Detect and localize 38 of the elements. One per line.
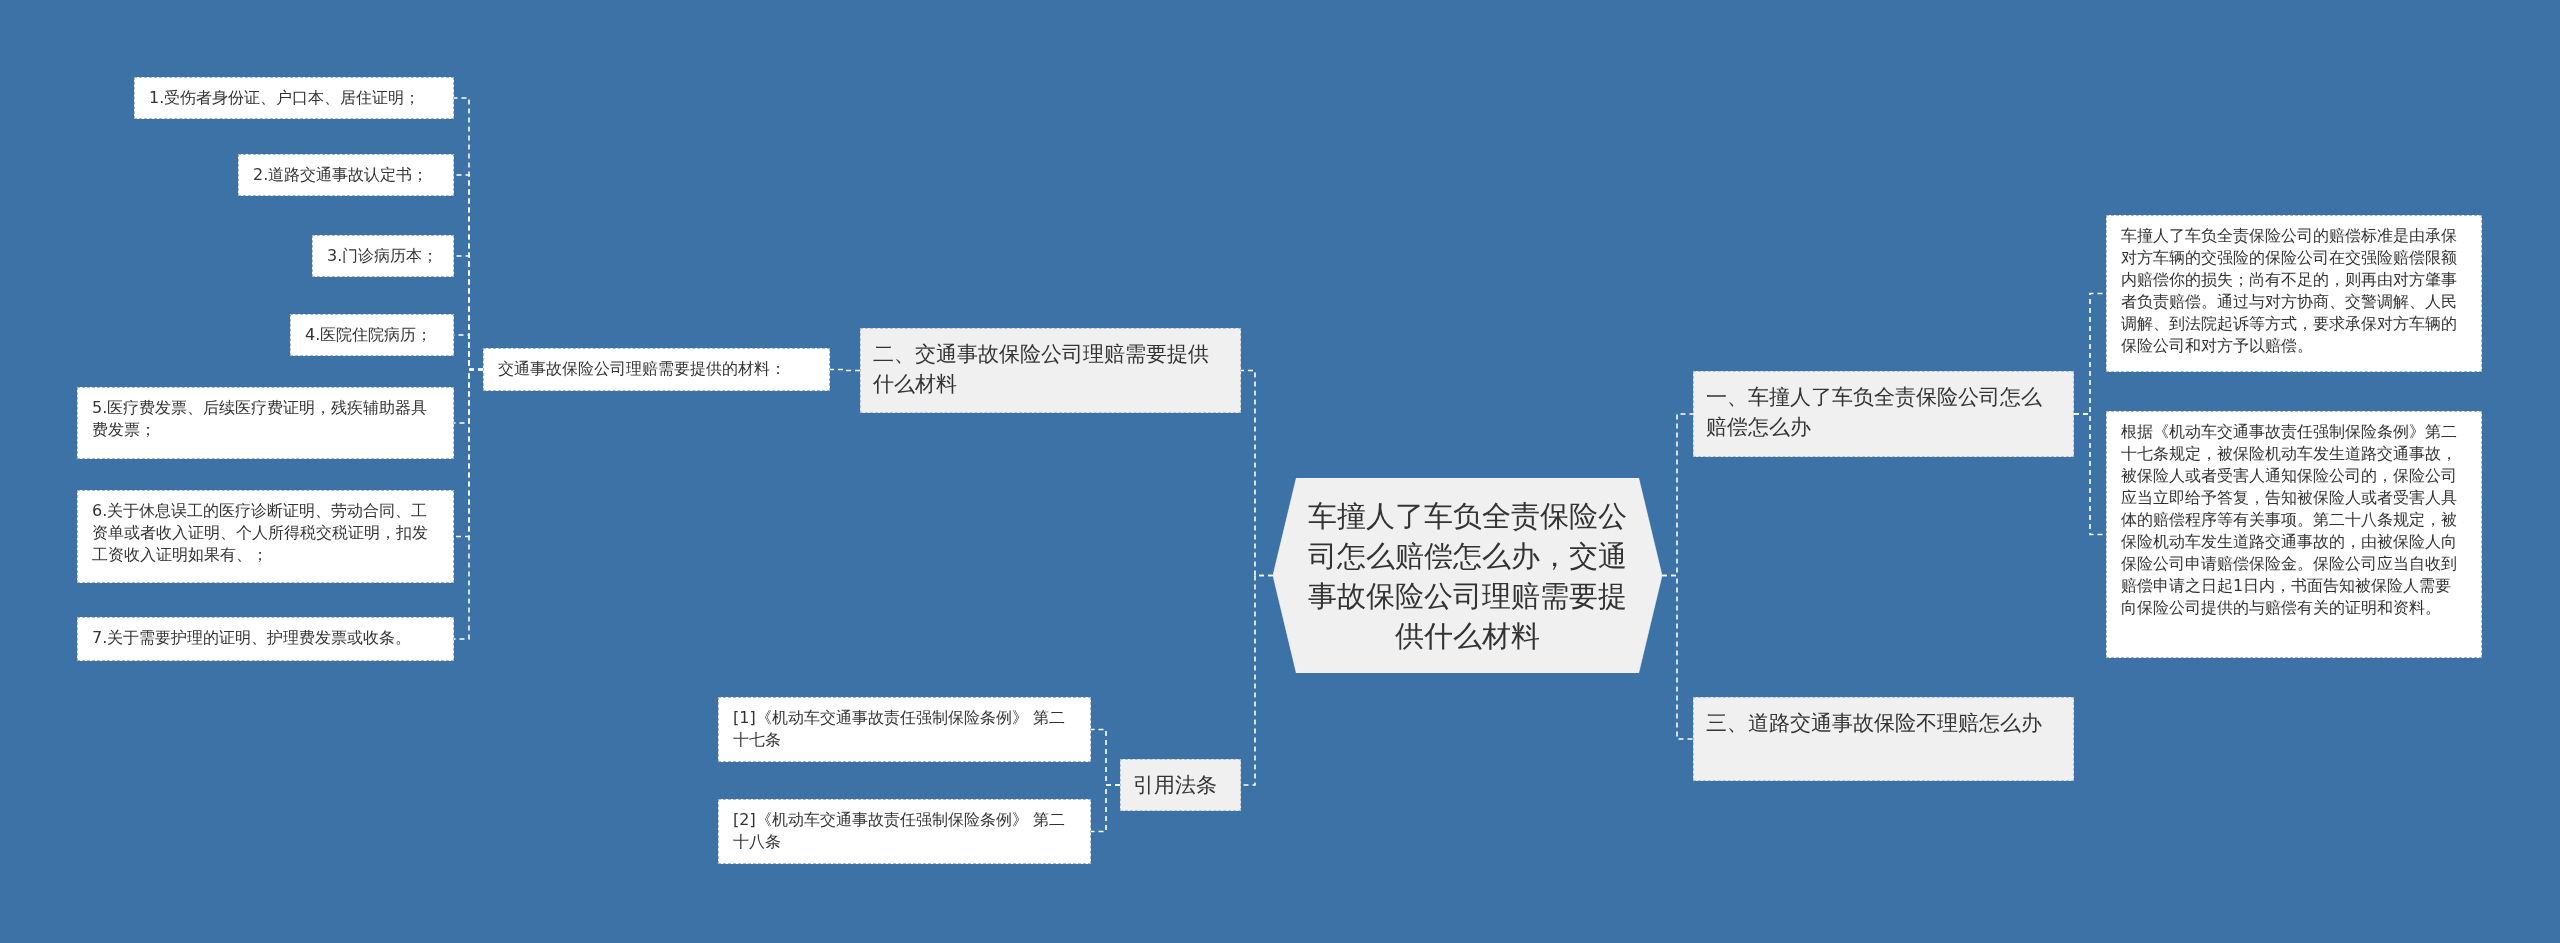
node-text: 引用法条 — [1133, 772, 1218, 799]
branch-box — [1693, 697, 2074, 781]
connector-line — [1661, 574, 1694, 740]
node-text: 二、交通事故保险公司理赔需要提供什么材料 — [873, 341, 1210, 398]
node-text: 6.关于休息误工的医疗诊断证明、劳动合同、工资单或者收入证明、个人所得税交税证明，扣发工资收入证明如果有、； — [92, 500, 429, 566]
node-text: 3.门诊病历本； — [327, 245, 439, 267]
item-box — [77, 387, 454, 459]
item-box — [77, 617, 454, 661]
node-text: 一、车撞人了车负全责保险公司怎么赔偿怎么办 — [1706, 384, 2043, 441]
node-text: 车撞人了车负全责保险公司的赔偿标准是由承保对方车辆的交强险的保险公司在交强险赔偿限额内赔偿你的损失；尚有不足的，则再由对方肇事者负责赔偿。通过与对方协商、交警调解、人民调解、到法院起诉等方式，要求承保对方车辆的保险公司和对方予以赔偿。 — [2121, 225, 2458, 357]
node-text: [2]《机动车交通事故责任强制保险条例》 第二十八条 — [733, 809, 1066, 853]
reference-box — [718, 697, 1091, 762]
subtopic-box — [483, 348, 830, 391]
item-box — [312, 235, 454, 277]
note-box — [2106, 411, 2482, 658]
node-text: 1.受伤者身份证、户口本、居住证明； — [149, 87, 422, 109]
reference-box — [718, 799, 1091, 864]
node-text: 7.关于需要护理的证明、护理费发票或收条。 — [92, 627, 413, 649]
node-text: [1]《机动车交通事故责任强制保险条例》 第二十七条 — [733, 707, 1066, 751]
node-text: 交通事故保险公司理赔需要提供的材料： — [498, 358, 787, 380]
item-box — [238, 154, 454, 196]
item-box — [290, 314, 454, 356]
connector-line — [829, 368, 861, 372]
branch-box — [860, 328, 1241, 413]
topic-hexagon — [1273, 478, 1662, 673]
connector-line — [453, 368, 484, 640]
node-text: 4.医院住院病历； — [305, 324, 434, 346]
connector-line — [1090, 784, 1121, 833]
node-text: 5.医疗费发票、后续医疗费证明，残疾辅助器具费发票； — [92, 397, 429, 441]
item-box — [77, 490, 454, 583]
item-box — [134, 77, 454, 119]
node-text: 根据《机动车交通事故责任强制保险条例》第二十七条规定，被保险机动车发生道路交通事故，被保险人或者受害人通知保险公司的，保险公司应当立即给予答复，告知被保险人或者受害人具体的赔偿程序等有关事项。第二十八条规定，被保险机动车发生道路交通事故的，由被保险人向保险公司申请赔偿保险金。保险公司应当自收到赔偿申请之日起1日内，书面告知被保险人需要向保险公司提供的与赔偿有关的证明和资料。 — [2121, 421, 2458, 619]
node-text: 车撞人了车负全责保险公司怎么赔偿怎么办，交通事故保险公司理赔需要提供什么材料 — [1307, 497, 1628, 655]
node-text: 三、道路交通事故保险不理赔怎么办 — [1706, 710, 2043, 737]
branch-box — [1120, 759, 1241, 811]
branch-box — [1693, 371, 2074, 457]
node-text: 2.道路交通事故认定书； — [253, 164, 430, 186]
note-box — [2106, 215, 2482, 372]
